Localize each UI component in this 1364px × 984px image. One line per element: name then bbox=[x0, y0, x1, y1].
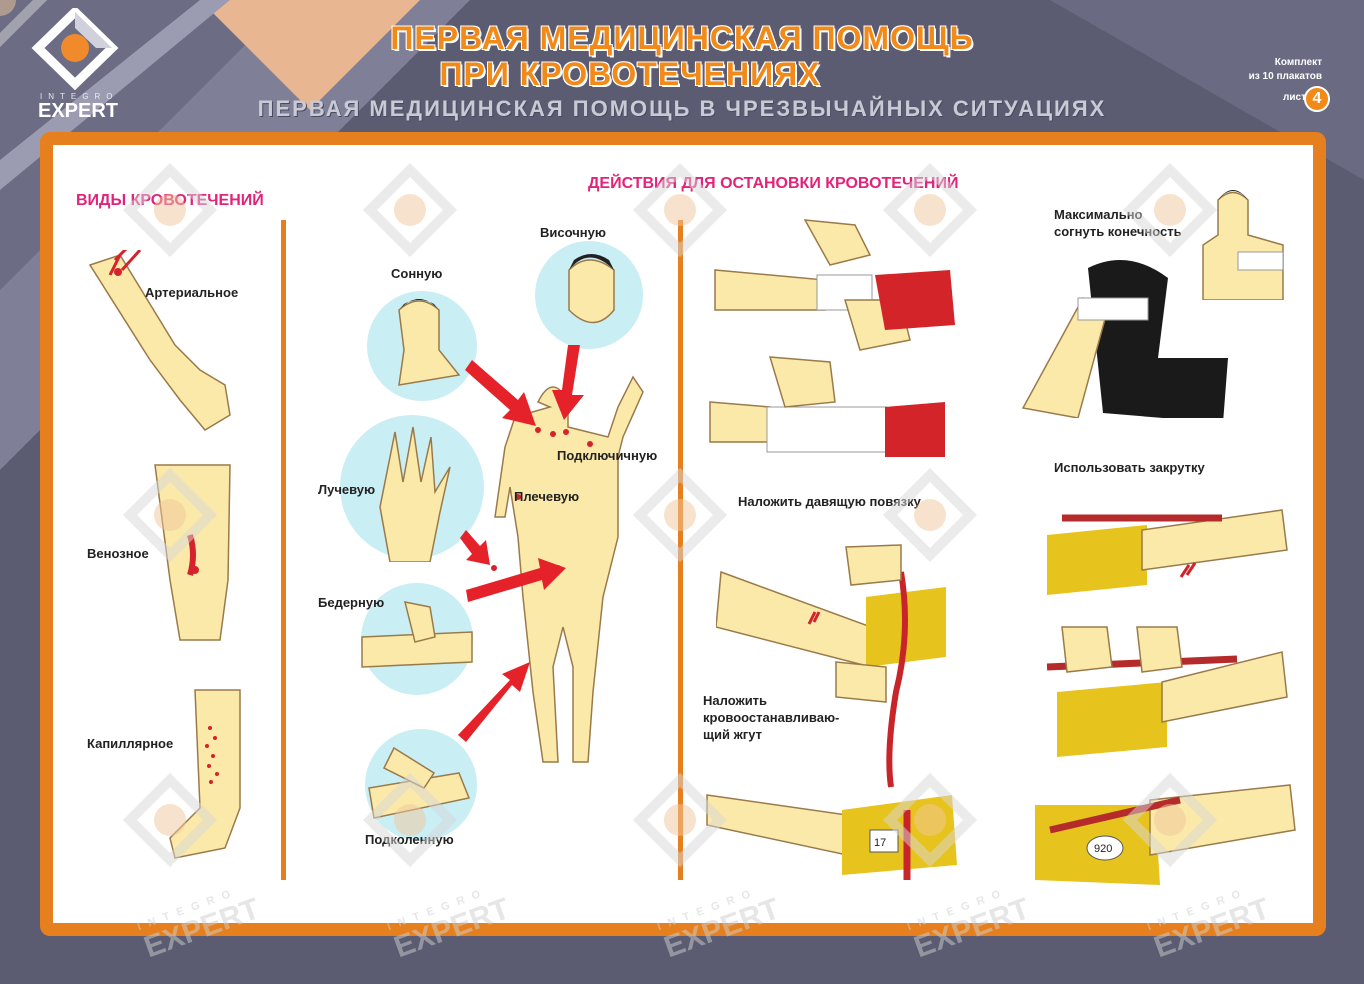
temporal-pressure-illustration bbox=[535, 241, 643, 349]
temporal-label: Височную bbox=[540, 225, 606, 240]
arrow-femoral bbox=[466, 558, 566, 602]
femoral-pressure-illustration bbox=[361, 583, 473, 695]
pressure-point-arrows bbox=[458, 345, 584, 742]
arterial-arm-illustration bbox=[88, 250, 231, 431]
sheet-label: лист bbox=[1283, 92, 1306, 103]
types-section-title: ВИДЫ КРОВОТЕЧЕНИЙ bbox=[76, 192, 264, 209]
venous-label: Венозное bbox=[87, 546, 149, 561]
arterial-label: Артериальное bbox=[145, 285, 239, 300]
body-figure-illustration bbox=[491, 375, 644, 763]
flex-arm-illustration bbox=[1202, 190, 1284, 300]
middle-column-divider bbox=[678, 220, 683, 880]
tourniquet-label-line2: кровоостанавливаю- bbox=[703, 710, 840, 725]
tourniquet-step2-illustration: 17 bbox=[706, 794, 957, 880]
poster-title-line2: ПРИ КРОВОТЕЧЕНИЯХ bbox=[439, 56, 821, 92]
tourniquet-label-line3: щий жгут bbox=[703, 727, 762, 742]
poster-header: INTEGRO EXPERT ПЕРВАЯ МЕДИЦИНСКАЯ ПОМОЩЬ… bbox=[0, 0, 1364, 130]
tourniquet-label-line1: Наложить bbox=[703, 693, 768, 708]
arrow-carotid bbox=[465, 360, 536, 426]
twist-step2-illustration bbox=[1046, 626, 1288, 757]
arrow-radial bbox=[460, 530, 490, 565]
sheet-number-badge: 4 bbox=[1304, 86, 1330, 112]
left-column-divider bbox=[281, 220, 286, 880]
radial-label: Лучевую bbox=[318, 482, 376, 497]
arrow-popliteal bbox=[458, 662, 530, 742]
logo-subtext: INTEGRO bbox=[40, 92, 119, 101]
integro-expert-logo bbox=[31, 8, 119, 91]
radial-pressure-illustration bbox=[340, 415, 484, 562]
twist-step3-illustration: 920 bbox=[1035, 784, 1296, 885]
brachial-label: Плечевую bbox=[514, 489, 580, 504]
capillary-leg-illustration bbox=[169, 689, 241, 859]
flex-leg-illustration bbox=[1021, 260, 1228, 418]
tourniquet-tag-number: 17 bbox=[874, 837, 886, 849]
kit-info: Комплект из 10 плакатов bbox=[1249, 56, 1322, 84]
kit-line1: Комплект bbox=[1274, 57, 1322, 68]
logo-text: EXPERT bbox=[38, 100, 119, 122]
subclavian-label: Подключичную bbox=[557, 448, 658, 463]
pressure-bandage-label: Наложить давящую повязку bbox=[738, 494, 921, 509]
capillary-label: Капиллярное bbox=[87, 736, 174, 751]
femoral-label: Бедерную bbox=[318, 595, 385, 610]
poster-subtitle: ПЕРВАЯ МЕДИЦИНСКАЯ ПОМОЩЬ В ЧРЕЗВЫЧАЙНЫХ… bbox=[257, 96, 1107, 121]
twist-label: Использовать закрутку bbox=[1054, 460, 1205, 475]
tourniquet-label: Наложить кровоостанавливаю- щий жгут bbox=[703, 692, 839, 743]
twist-step1-illustration bbox=[1047, 509, 1288, 595]
flex-limb-label-line2: согнуть конечность bbox=[1054, 224, 1182, 239]
popliteal-label: Подколенную bbox=[365, 832, 454, 847]
kit-line2: из 10 плакатов bbox=[1248, 71, 1322, 82]
venous-leg-illustration bbox=[154, 464, 231, 641]
bandage-step1-illustration bbox=[714, 219, 955, 351]
twist-tag-number: 920 bbox=[1094, 843, 1112, 855]
tourniquet-step1-illustration bbox=[716, 544, 946, 788]
carotid-label: Сонную bbox=[391, 266, 443, 281]
flex-limb-label-line1: Максимально bbox=[1054, 207, 1143, 222]
flex-limb-label: Максимально согнуть конечность bbox=[1054, 206, 1182, 240]
actions-section-title: ДЕЙСТВИЯ ДЛЯ ОСТАНОВКИ КРОВОТЕЧЕНИЙ bbox=[588, 175, 959, 192]
bandage-step2-illustration bbox=[709, 356, 945, 457]
arrow-temporal bbox=[552, 345, 584, 420]
carotid-pressure-illustration bbox=[367, 291, 477, 401]
poster-title-line1: ПЕРВАЯ МЕДИЦИНСКАЯ ПОМОЩЬ bbox=[390, 20, 974, 56]
